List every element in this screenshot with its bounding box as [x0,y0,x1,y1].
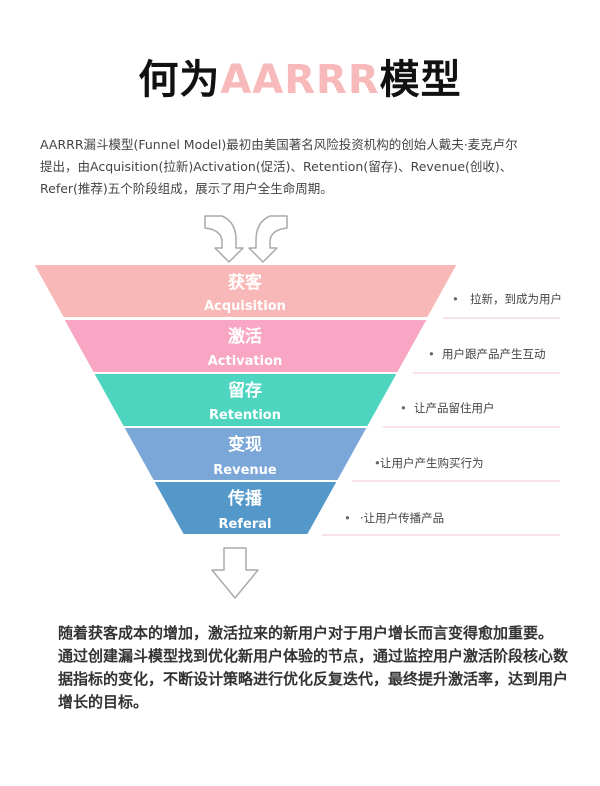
intro-line: AARRR漏斗模型(Funnel Model)最初由美国著名风险投资机构的创始人… [40,137,518,152]
intro-line: 提出，由Acquisition(拉新)Activation(促活)、Retent… [40,159,513,174]
stage-note-referal: ·让用户传播产品 [360,511,444,525]
stage-en-retention: Retention [209,408,281,423]
title-prefix: 何为 [138,57,221,103]
stage-note-retention: 让产品留住用户 [414,401,495,415]
stage-en-revenue: Revenue [213,463,277,478]
down-arrow-icon [211,547,259,599]
title-suffix: 模型 [379,57,462,103]
down-arrows-icon [204,215,288,263]
stage-en-acquisition: Acquisition [204,299,286,314]
stage-note-revenue: 让用户产生购买行为 [380,456,484,470]
stage-name-acquisition: 获客 [228,272,263,293]
note-bullet: • [452,292,459,306]
summary-paragraph: 随着获客成本的增加，激活拉来的新用户对于用户增长而言变得愈加重要。 [58,624,554,642]
stage-note-acquisition: 拉新，到成为用户 [470,292,562,306]
stage-en-referal: Referal [219,517,272,532]
note-bullet: • [344,511,351,525]
page-title: 何为AARRR模型 [0,52,600,108]
funnel-layer-referal [151,480,340,536]
stage-name-referal: 传播 [227,488,263,509]
funnel-diagram: 获客 Acquisition 激活 Activation 留存 Retentio… [31,215,562,599]
summary-text: 随着获客成本的增加，激活拉来的新用户对于用户增长而言变得愈加重要。 通过创建漏斗… [58,622,568,714]
summary-paragraph: 通过创建漏斗模型找到优化新用户体验的节点，通过监控用户激活阶段核心数据指标的变化… [58,647,569,711]
title-accent: AARRR [220,57,380,103]
stage-name-retention: 留存 [228,380,262,401]
intro-line: Refer(推荐)五个阶段组成，展示了用户全生命周期。 [40,181,333,196]
note-bullet: • [374,456,381,470]
stage-en-activation: Activation [208,354,283,369]
intro-paragraph: AARRR漏斗模型(Funnel Model)最初由美国著名风险投资机构的创始人… [40,134,565,200]
note-separators [322,317,560,536]
stage-note-activation: 用户跟产品产生互动 [442,347,546,361]
stage-name-activation: 激活 [228,326,262,347]
stage-name-revenue: 变现 [228,434,262,455]
note-bullet: • [400,401,407,415]
note-bullet: • [428,347,435,361]
